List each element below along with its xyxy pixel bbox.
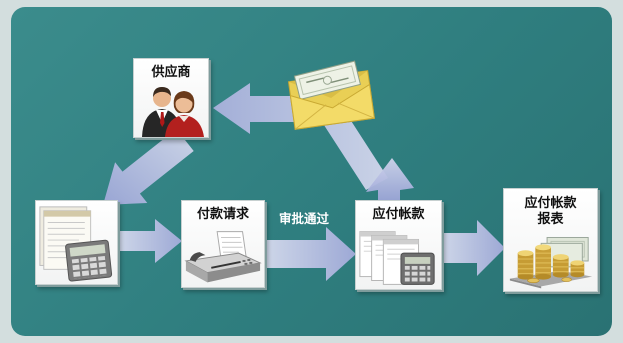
ap-report-label-line2: 报表	[537, 212, 564, 227]
envelope-money-icon	[283, 58, 379, 136]
arrow-documents-to-request	[118, 219, 182, 263]
supplier-label: 供应商	[151, 65, 191, 80]
arrow-payment-to-supplier	[213, 83, 388, 190]
arrow-request-to-payable	[265, 227, 356, 281]
approval-edge-label: 审批通过	[279, 211, 330, 226]
supplier-card: 供应商	[133, 58, 209, 138]
payment-request-card: 付款请求	[181, 200, 265, 288]
people-icon	[142, 87, 204, 137]
arrow-supplier-to-documents	[103, 129, 194, 205]
ap-report-label-line1: 应付帐款	[524, 196, 577, 211]
payment-request-label: 付款请求	[196, 207, 249, 222]
accounts-payable-card: 应付帐款	[355, 200, 442, 290]
accounts-payable-label: 应付帐款	[372, 207, 425, 222]
arrow-payable-to-payment	[366, 158, 414, 202]
arrow-payable-to-report	[442, 220, 505, 276]
calculator-document-icon	[39, 206, 113, 282]
printer-icon	[184, 231, 262, 283]
coins-icon	[509, 236, 593, 289]
ap-report-card: 应付帐款 报表	[503, 188, 598, 292]
source-documents-card	[35, 200, 118, 285]
documents-calculator-icon	[359, 231, 435, 285]
